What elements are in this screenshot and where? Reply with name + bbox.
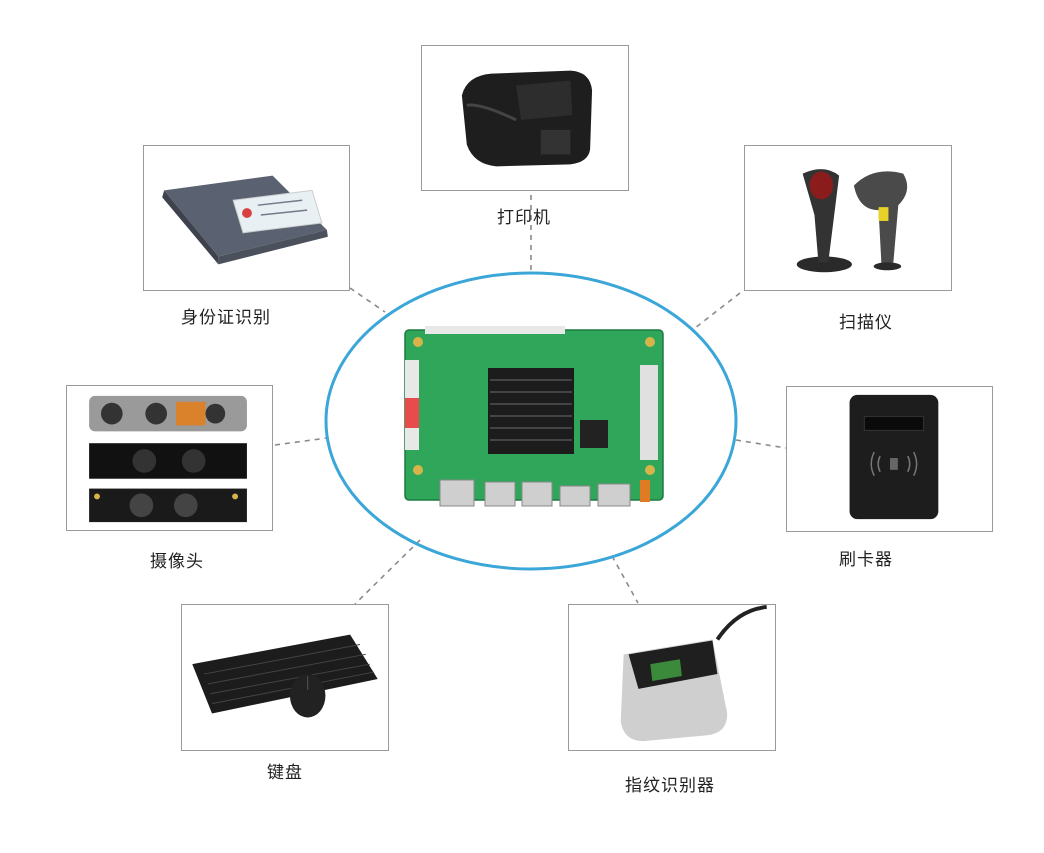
fingerprint-box [568,604,776,751]
mainboard-image [404,326,664,507]
keyboard-box [181,604,389,751]
scanner-icon [796,169,908,273]
label-printer: 打印机 [497,208,551,228]
connector-keyboard [354,539,421,605]
connector-camera [274,437,328,446]
scanner-box [744,145,952,291]
printer-icon [461,70,593,167]
connector-fingerprint [611,555,639,604]
connector-id-reader [349,287,386,313]
label-keyboard: 键盘 [267,763,303,783]
connector-card-reader [735,439,787,449]
card-reader-box [786,386,993,532]
connector-scanner [694,292,741,329]
fingerprint-icon [620,605,767,742]
label-camera: 摄像头 [150,552,204,572]
label-id-reader: 身份证识别 [181,308,271,328]
label-card-reader: 刷卡器 [839,550,893,570]
label-fingerprint: 指纹识别器 [625,776,715,796]
id-reader-icon [162,175,328,265]
camera-icon [89,395,247,523]
printer-box [421,45,629,191]
card-reader-icon [849,394,939,520]
keyboard-icon [192,634,378,718]
center-ellipse [324,271,738,571]
camera-box [66,385,273,531]
id-reader-box [143,145,350,291]
label-scanner: 扫描仪 [839,313,893,333]
